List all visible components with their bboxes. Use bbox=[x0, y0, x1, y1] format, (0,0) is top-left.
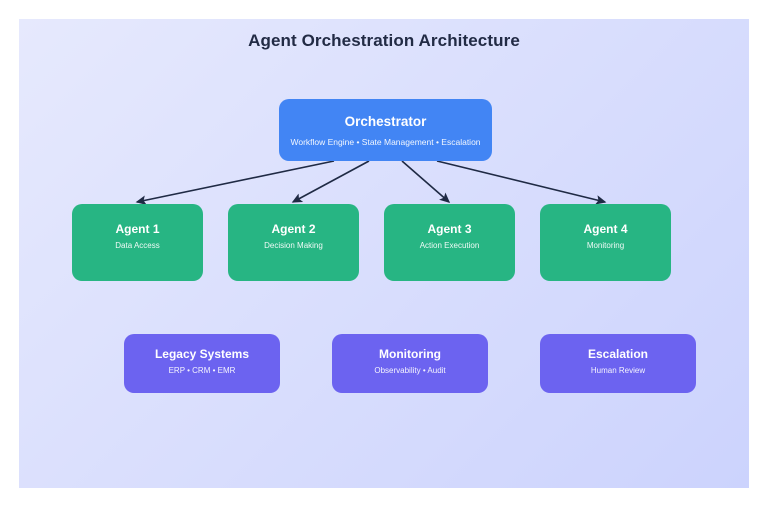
node-agent-3[interactable]: Agent 3 Action Execution bbox=[384, 204, 515, 281]
node-monitoring-title: Monitoring bbox=[379, 347, 441, 361]
node-legacy-systems-title: Legacy Systems bbox=[154, 347, 250, 361]
node-escalation-subtitle: Human Review bbox=[590, 366, 646, 376]
node-agent-3-title: Agent 3 bbox=[427, 222, 472, 236]
page-title: Agent Orchestration Architecture bbox=[248, 31, 520, 50]
node-agent-4-subtitle: Monitoring bbox=[586, 241, 625, 251]
node-escalation-title: Escalation bbox=[587, 347, 649, 361]
node-agent-2-title: Agent 2 bbox=[271, 222, 316, 236]
node-agent-1-title: Agent 1 bbox=[115, 222, 160, 236]
diagram-canvas: Agent Orchestration Architecture Orchest… bbox=[19, 19, 749, 488]
node-agent-3-subtitle: Action Execution bbox=[419, 241, 480, 251]
node-agent-1[interactable]: Agent 1 Data Access bbox=[72, 204, 203, 281]
node-orchestrator-subtitle: Workflow Engine • State Management • Esc… bbox=[290, 136, 481, 147]
node-agent-4-title: Agent 4 bbox=[583, 222, 628, 236]
node-legacy-systems-subtitle: ERP • CRM • EMR bbox=[168, 366, 236, 376]
node-monitoring[interactable]: Monitoring Observability • Audit bbox=[332, 334, 488, 393]
node-agent-2-subtitle: Decision Making bbox=[264, 241, 323, 251]
node-agent-2[interactable]: Agent 2 Decision Making bbox=[228, 204, 359, 281]
node-legacy-systems[interactable]: Legacy Systems ERP • CRM • EMR bbox=[124, 334, 280, 393]
node-monitoring-subtitle: Observability • Audit bbox=[374, 366, 446, 376]
node-agent-4[interactable]: Agent 4 Monitoring bbox=[540, 204, 671, 281]
node-escalation[interactable]: Escalation Human Review bbox=[540, 334, 696, 393]
node-orchestrator[interactable]: Orchestrator Workflow Engine • State Man… bbox=[279, 99, 492, 161]
node-agent-1-subtitle: Data Access bbox=[115, 241, 160, 251]
node-orchestrator-title: Orchestrator bbox=[344, 114, 427, 129]
